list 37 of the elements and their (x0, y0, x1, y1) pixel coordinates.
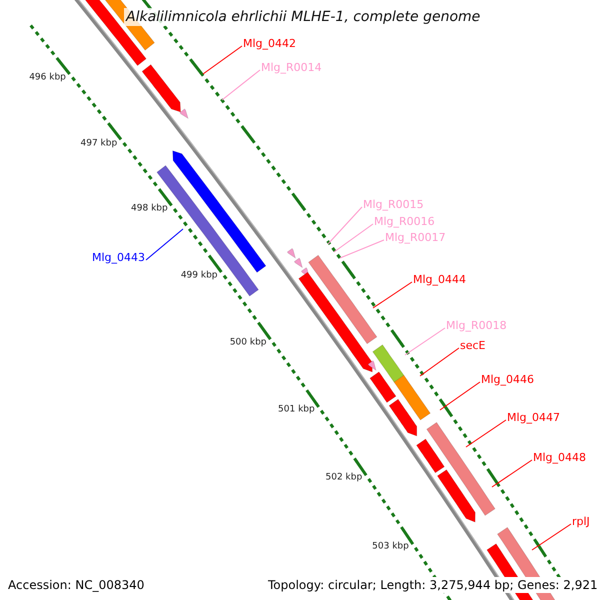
leader-line (532, 524, 572, 550)
gene-label: Mlg_0446 (481, 373, 534, 386)
tick-label: 498 kbp (131, 204, 168, 215)
gene-label: Mlg_0447 (507, 411, 560, 424)
leader-line (372, 282, 412, 308)
leader-line (328, 206, 362, 244)
leader-line (202, 46, 242, 74)
leader-line (146, 228, 184, 260)
tick-label: 502 kbp (326, 472, 362, 484)
tick-label: 497 kbp (80, 138, 118, 150)
tick-label: 499 kbp (180, 270, 218, 282)
leader-line (466, 420, 506, 448)
leader-line (222, 70, 260, 100)
gene-label: Mlg_R0017 (385, 231, 446, 244)
gene-label: Mlg_0448 (533, 451, 586, 464)
gene-label: Mlg_0442 (243, 37, 296, 50)
leader-line (404, 328, 446, 356)
tick-label: 503 kbp (372, 541, 409, 552)
gene-label: Mlg_R0016 (374, 215, 435, 228)
tick-label: 501 kbp (278, 404, 315, 416)
gene-label: secE (460, 339, 486, 352)
tick-label: 496 kbp (29, 72, 66, 84)
footer-text: Accession: NC_008340 (8, 577, 144, 593)
gene-label: Mlg_0444 (413, 273, 466, 286)
gene-label: Mlg_R0018 (446, 319, 507, 332)
gene-label: rplJ (572, 515, 590, 528)
gene-label: Mlg_R0015 (363, 198, 424, 211)
gene-label: Mlg_0443 (92, 251, 145, 264)
leader-line (492, 460, 532, 488)
leader-line (420, 348, 460, 376)
leader-line (340, 240, 384, 258)
title: Alkalilimnicola ehrlichii MLHE-1, complete genome (124, 8, 482, 26)
gene-label: Mlg_R0014 (261, 61, 322, 74)
tick-label: 500 kbp (230, 337, 267, 348)
footer-text: Topology: circular; Length: 3,275,944 bp; Genes: 2,921 (268, 577, 598, 593)
leader-line (334, 224, 374, 252)
leader-line (440, 382, 480, 410)
